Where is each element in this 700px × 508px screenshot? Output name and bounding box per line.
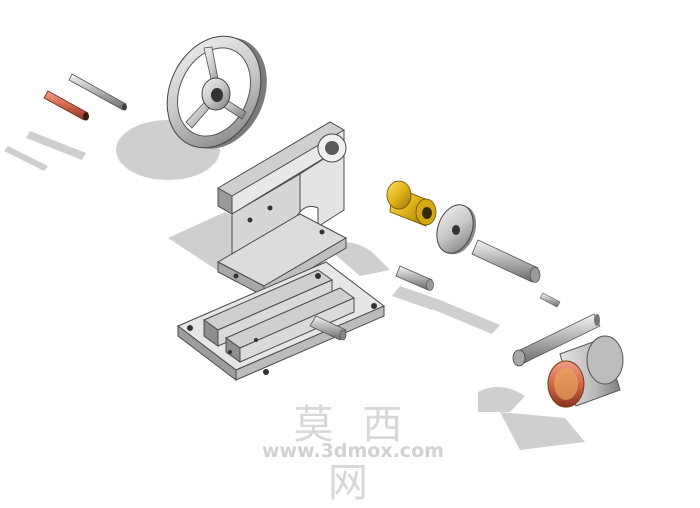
copper-pin bbox=[43, 90, 89, 121]
steel-pin-top-left bbox=[68, 73, 127, 111]
exploded-assembly-render: 莫 西 网 www.3dmox.com bbox=[4, 35, 624, 506]
washer bbox=[436, 204, 477, 255]
base-plate bbox=[177, 261, 385, 382]
short-pin bbox=[395, 265, 434, 291]
tiny-pin bbox=[539, 292, 561, 308]
sleeve-cylinder bbox=[547, 335, 624, 408]
watermark-url: www.3dmox.com bbox=[262, 440, 444, 462]
long-shaft bbox=[471, 239, 541, 283]
brass-bushing bbox=[386, 180, 437, 227]
handwheel bbox=[166, 35, 267, 149]
assembly-scene bbox=[4, 35, 624, 450]
spindle-rod bbox=[512, 313, 601, 367]
